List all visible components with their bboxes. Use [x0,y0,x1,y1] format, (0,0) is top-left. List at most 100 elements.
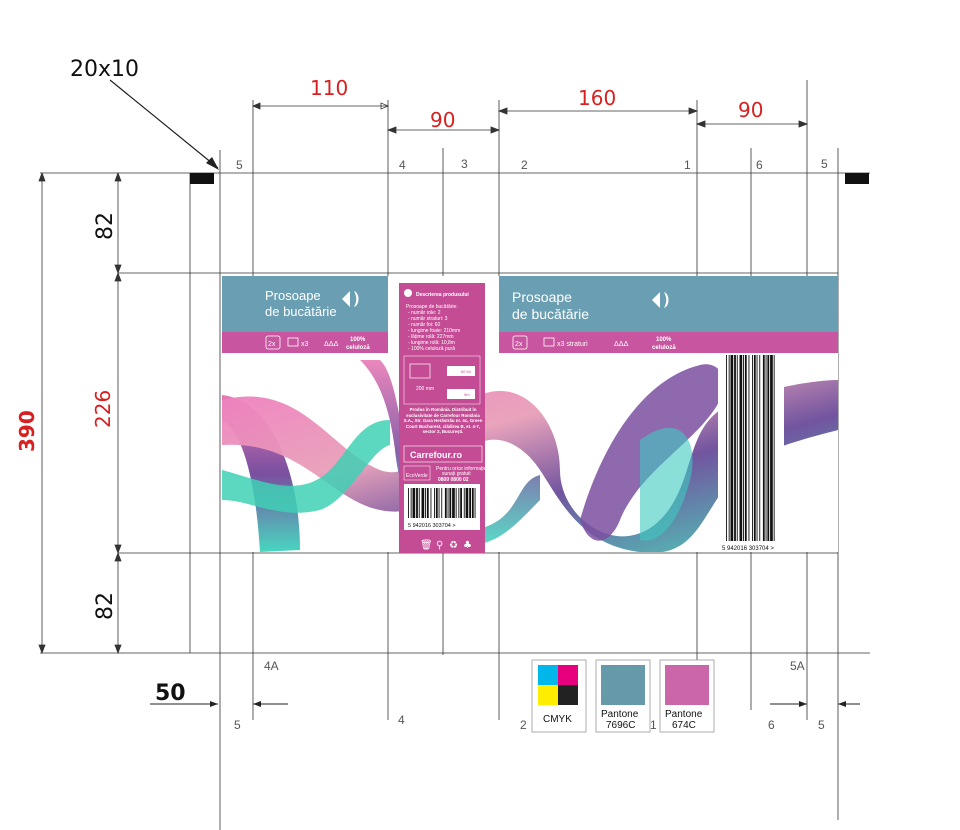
swatch-yellow [538,685,558,705]
ribbon-illustration [222,360,838,552]
barcode-bar [734,355,736,541]
front-header-band [222,276,388,332]
barcode-bar [728,355,730,541]
barcode-bar [736,355,738,541]
barcode-bar [408,488,409,518]
corner-dimension-label: 20x10 [70,57,139,82]
swatch-magenta [558,665,578,685]
barcode-bar [739,355,743,541]
fsc-icon: ♣ [463,540,472,551]
layers-icon [543,337,555,347]
description-line: - număr foi: 60 [408,322,440,328]
product-spec-icons [403,355,481,405]
description-heading: Descrierea produsului [416,292,469,298]
printed-artwork: Prosoape de bucătărie 2x x3 ᐃᐃᐃ 100% cel… [222,276,838,553]
swatch-cyan [538,665,558,685]
dim-bottom-50: 50 [155,681,186,706]
barcode-bar [465,488,469,518]
recycle-icon: ♻ [449,540,458,551]
roll-length: 9m [464,392,470,397]
description-lines: Prosoape de bucătărie: - număr role: 2 -… [406,304,460,352]
sheet-count-box [447,366,475,376]
corner-flap-mark-left [190,173,214,184]
swatch-pantone-7696c [601,665,645,705]
dim-left-82-bottom: 82 [93,592,118,620]
barcode-bar [416,488,418,518]
dim-left-390: 390 [15,410,39,452]
pantone-674-line2: 674C [672,720,696,731]
front-feature-band [222,332,388,353]
barcode-bar [455,488,457,518]
barcode-bar [426,488,429,518]
barcode-bar [430,488,432,518]
pantone-7696-line1: Pantone [601,709,639,720]
droplet-icon: ᐃᐃᐃ [324,341,339,348]
panel-number: 4 [399,158,406,172]
description-line: - lățime rolă: 227mm [408,334,454,340]
barcode-bar [434,488,435,518]
description-line: - lungime rolă: 10,8m [408,340,455,346]
panel-number: 3 [461,157,468,171]
corner-dimension-arrow [109,79,219,169]
front-layers: x3 [301,341,309,348]
back-layers: x3 straturi [557,341,588,348]
corner-flap-mark-right [845,173,869,184]
swatch-black [558,685,578,705]
recycle-icons: 🗑 ⚲ ♻ ♣ [420,539,472,551]
pantone-7696-line2: 7696C [606,720,635,731]
sheet-size: 200 mm [416,386,434,392]
trash-icon: 🗑 [420,539,433,551]
side-barcode-number: 5 942016 303704 > [722,546,774,552]
sheet-count: 60 foi [461,369,471,374]
barcode-bar [421,488,425,518]
roll-count-icon [512,335,528,350]
back-header-band [499,276,838,332]
barcode-bar [438,488,440,518]
swatch-pantone-674c [665,665,709,705]
panel-barcode-number: 5 942016 303704 > [408,523,456,529]
barcode-bar [452,488,455,518]
barcode-bar [748,355,750,541]
flap-label-5a: 5A [790,659,805,673]
flap-label-4a: 4A [264,659,279,673]
barcode-bar [469,488,471,518]
barcode-bar [762,355,765,541]
dim-top-160: 160 [578,86,616,110]
back-cellulose-line2: celuloză [652,345,676,351]
front-cellulose-line1: 100% [350,337,366,343]
brand-box [403,445,483,463]
droplet-icon: ᐃᐃᐃ [614,341,629,348]
barcode-bar [463,488,465,518]
panel-number: 4 [398,713,405,727]
panel-number: 1 [684,158,691,172]
left-dimension-lines [38,171,122,655]
panel-number: 2 [520,718,527,732]
barcode-bar [449,488,452,518]
panel-number: 2 [521,158,528,172]
barcode-bar [770,355,773,541]
barcode-bar [425,488,426,518]
layers-icon [287,337,299,347]
barcode-bar [435,488,438,518]
barcode-bar [412,488,416,518]
barcode-bar [759,355,761,541]
panel-number: 5 [236,158,243,172]
barcode-bar [474,488,476,518]
description-line: - număr straturi: 3 [408,316,448,322]
panel-number: 5 [234,718,241,732]
roll-length-box [447,389,475,399]
panel-number: 5 [821,157,828,171]
back-title-line2: de bucătărie [512,306,589,322]
barcode-bar [730,355,734,541]
pantone-674-line1: Pantone [665,709,703,720]
panel-number: 5 [818,718,825,732]
color-swatches: CMYK Pantone 7696C Pantone 674C [531,659,715,733]
contact-phone: 0800 0800 02 [438,477,469,483]
barcode-bar [753,355,756,541]
description-line: - lungime foaie: 210mm [408,328,460,334]
eco-icon [403,465,431,481]
barcode-bar [756,355,758,541]
person-icon: ⚲ [436,540,443,551]
barcode-bar [726,355,727,541]
